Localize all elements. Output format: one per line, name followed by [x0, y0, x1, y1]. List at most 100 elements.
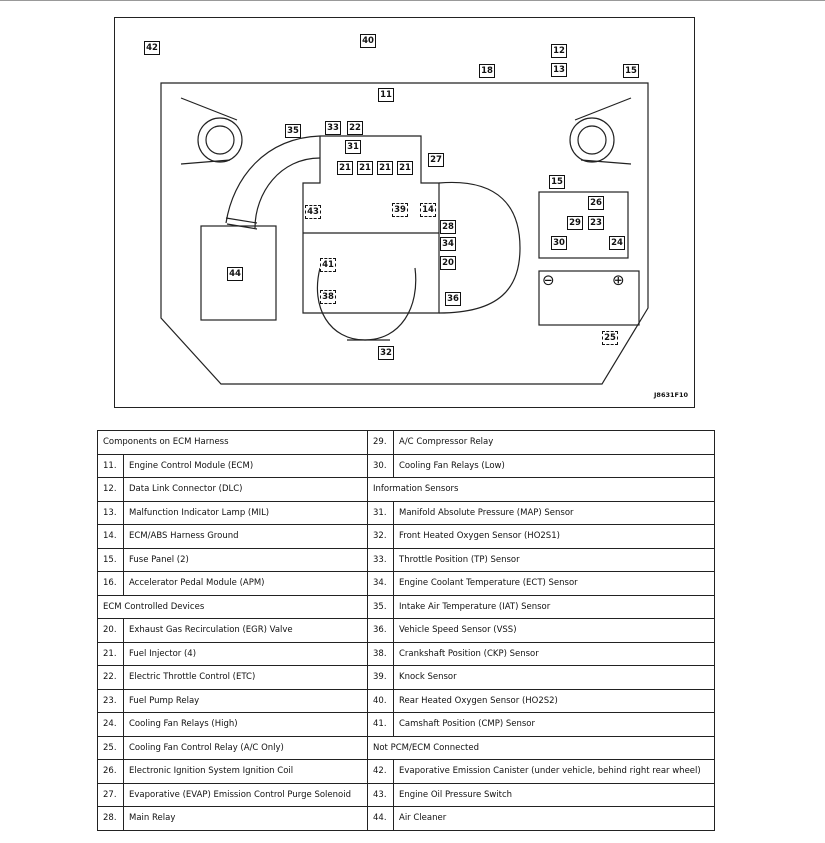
- legend-item-label: Evaporative Emission Canister (under veh…: [393, 759, 715, 784]
- legend-row: 11.Engine Control Module (ECM)30.Cooling…: [97, 453, 715, 478]
- callout-31: 31: [345, 140, 361, 154]
- callout-29: 29: [567, 216, 583, 230]
- legend-item-number: 34.: [367, 571, 394, 596]
- legend-item-label: Manifold Absolute Pressure (MAP) Sensor: [393, 500, 715, 525]
- left-strut-outer: [197, 117, 243, 163]
- legend-item-number: 27.: [97, 782, 124, 807]
- legend-item-label: Air Cleaner: [393, 806, 715, 831]
- legend-row: 22.Electric Throttle Control (ETC)39.Kno…: [97, 665, 715, 690]
- engine-bay-shape: [160, 82, 649, 385]
- callout-35: 35: [285, 124, 301, 138]
- legend-item-label: Fuel Pump Relay: [123, 688, 368, 713]
- figure-code: J8631F10: [654, 391, 688, 399]
- battery-plus-icon: ⊕: [612, 271, 625, 289]
- legend-item-number: 21.: [97, 641, 124, 666]
- legend-row: 21.Fuel Injector (4)38.Crankshaft Positi…: [97, 641, 715, 666]
- legend-item-label: Engine Coolant Temperature (ECT) Sensor: [393, 571, 715, 596]
- intake-duct-outer: [225, 135, 321, 224]
- legend-section-heading: Not PCM/ECM Connected: [367, 735, 715, 760]
- legend-item-number: 28.: [97, 806, 124, 831]
- callout-26: 26: [588, 196, 604, 210]
- callout-40: 40: [360, 34, 376, 48]
- callout-43: 43: [305, 205, 321, 219]
- legend-item-label: Fuel Injector (4): [123, 641, 368, 666]
- callout-22: 22: [347, 121, 363, 135]
- legend-item-number: 23.: [97, 688, 124, 713]
- callout-27: 27: [428, 153, 444, 167]
- legend-item-number: 13.: [97, 500, 124, 525]
- legend-item-number: 12.: [97, 477, 124, 502]
- legend-item-number: 42.: [367, 759, 394, 784]
- callout-24: 24: [609, 236, 625, 250]
- legend-row: 27.Evaporative (EVAP) Emission Control P…: [97, 782, 715, 807]
- legend-item-number: 15.: [97, 547, 124, 572]
- legend-item-number: 43.: [367, 782, 394, 807]
- legend-item-number: 39.: [367, 665, 394, 690]
- legend-item-label: A/C Compressor Relay: [393, 430, 715, 455]
- left-strut-inner: [205, 125, 235, 155]
- legend-section-heading: ECM Controlled Devices: [97, 594, 368, 619]
- legend-item-number: 31.: [367, 500, 394, 525]
- callout-21-second: 21: [357, 161, 373, 175]
- legend-item-number: 44.: [367, 806, 394, 831]
- legend-item-label: Accelerator Pedal Module (APM): [123, 571, 368, 596]
- legend-item-number: 29.: [367, 430, 394, 455]
- legend-row: 26.Electronic Ignition System Ignition C…: [97, 759, 715, 784]
- callout-44: 44: [227, 267, 243, 281]
- legend-item-number: 40.: [367, 688, 394, 713]
- component-locator-diagram: 42 40 12 13 18 15 11 35 33 22 31 21 21 2…: [114, 17, 695, 408]
- legend-item-label: Vehicle Speed Sensor (VSS): [393, 618, 715, 643]
- callout-36: 36: [445, 292, 461, 306]
- callout-15-fuse-panel: 15: [549, 175, 565, 189]
- legend-item-label: Engine Oil Pressure Switch: [393, 782, 715, 807]
- intake-duct-inner: [254, 157, 321, 229]
- legend-item-label: Crankshaft Position (CKP) Sensor: [393, 641, 715, 666]
- callout-42: 42: [144, 41, 160, 55]
- callout-33: 33: [325, 121, 341, 135]
- legend-item-label: Camshaft Position (CMP) Sensor: [393, 712, 715, 737]
- legend-row: 12.Data Link Connector (DLC)Information …: [97, 477, 715, 502]
- callout-15-top: 15: [623, 64, 639, 78]
- legend-item-number: 33.: [367, 547, 394, 572]
- callout-20: 20: [440, 256, 456, 270]
- legend-item-number: 30.: [367, 453, 394, 478]
- callout-41: 41: [320, 258, 336, 272]
- legend-item-label: Fuse Panel (2): [123, 547, 368, 572]
- legend-item-number: 24.: [97, 712, 124, 737]
- legend-item-label: Electric Throttle Control (ETC): [123, 665, 368, 690]
- legend-row: 15.Fuse Panel (2)33.Throttle Position (T…: [97, 547, 715, 572]
- callout-21-third: 21: [377, 161, 393, 175]
- callout-11: 11: [378, 88, 394, 102]
- legend-row: 20.Exhaust Gas Recirculation (EGR) Valve…: [97, 618, 715, 643]
- callout-12: 12: [551, 44, 567, 58]
- transmission-housing: [438, 181, 521, 314]
- legend-item-label: Rear Heated Oxygen Sensor (HO2S2): [393, 688, 715, 713]
- callout-39: 39: [392, 203, 408, 217]
- right-strut-inner: [577, 125, 607, 155]
- callout-13: 13: [551, 63, 567, 77]
- legend-item-label: Exhaust Gas Recirculation (EGR) Valve: [123, 618, 368, 643]
- legend-item-label: Electronic Ignition System Ignition Coil: [123, 759, 368, 784]
- legend-item-label: Malfunction Indicator Lamp (MIL): [123, 500, 368, 525]
- legend-item-label: Knock Sensor: [393, 665, 715, 690]
- legend-item-number: 11.: [97, 453, 124, 478]
- battery-box: [538, 270, 640, 326]
- legend-item-number: 25.: [97, 735, 124, 760]
- legend-item-number: 38.: [367, 641, 394, 666]
- legend-item-label: Main Relay: [123, 806, 368, 831]
- engine-bay-outline: [160, 82, 649, 385]
- lower-housing: [316, 267, 417, 341]
- legend-item-label: Engine Control Module (ECM): [123, 453, 368, 478]
- air-cleaner-box: [200, 225, 277, 321]
- legend-item-number: 26.: [97, 759, 124, 784]
- callout-34: 34: [440, 237, 456, 251]
- legend-row: 25.Cooling Fan Control Relay (A/C Only)N…: [97, 735, 715, 760]
- legend-row: 13.Malfunction Indicator Lamp (MIL)31.Ma…: [97, 500, 715, 525]
- legend-row: 24.Cooling Fan Relays (High)41.Camshaft …: [97, 712, 715, 737]
- callout-25: 25: [602, 331, 618, 345]
- legend-item-label: Cooling Fan Relays (High): [123, 712, 368, 737]
